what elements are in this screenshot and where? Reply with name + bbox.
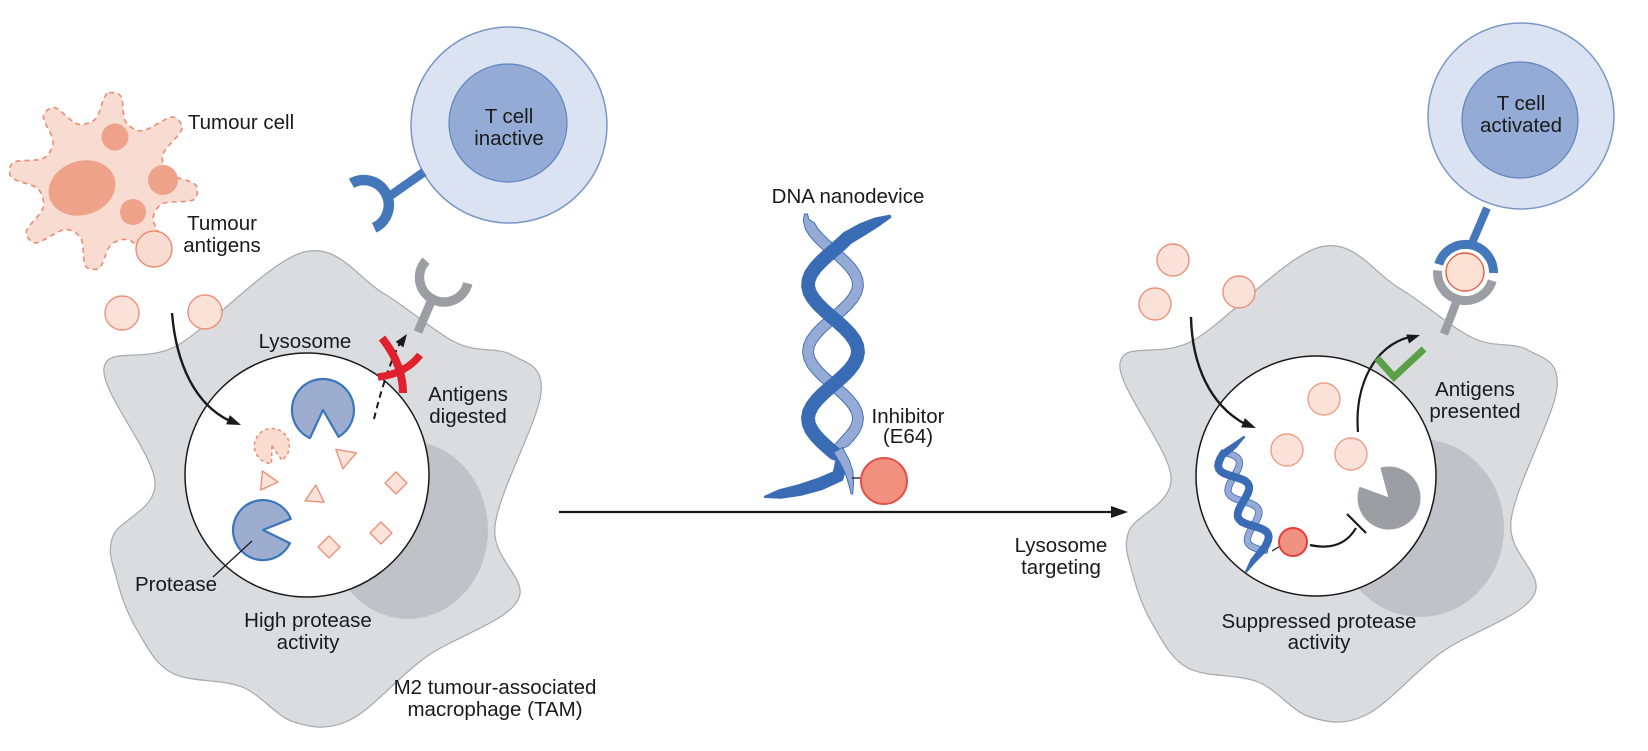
svg-text:DNA nanodevice: DNA nanodevice [772,185,925,208]
svg-text:Lysosome: Lysosome [259,330,352,353]
svg-text:Inhibitor(E64): Inhibitor(E64) [872,405,945,448]
svg-text:Protease: Protease [135,573,217,596]
svg-text:Tumour cell: Tumour cell [188,111,294,134]
